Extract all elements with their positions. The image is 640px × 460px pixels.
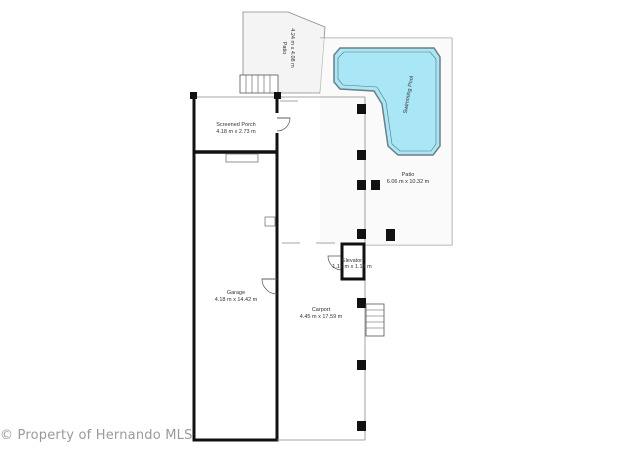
walls (192, 93, 279, 442)
room-dims-garage: 4.18 m x 14.42 m (215, 297, 258, 303)
room-label-screened-porch: Screened Porch (216, 122, 255, 128)
room-dims-screened-porch: 4.18 m x 2.73 m (216, 129, 256, 135)
room-label-garage: Garage (227, 290, 245, 296)
room-label-patio-right: Patio (402, 172, 415, 178)
patio-top: Patio 4.24 m x 4.08 m (239, 11, 326, 94)
stairs-right (365, 303, 385, 337)
room-label-patio-top: Patio (281, 42, 287, 55)
swimming-pool: Swimming Pool (333, 47, 441, 156)
carport-frame (277, 242, 365, 441)
room-dims-patio-right: 6.06 m x 10.32 m (387, 179, 430, 185)
columns (357, 104, 395, 431)
stairs-top (239, 74, 279, 94)
doors (261, 117, 343, 295)
elevator-shaft: Elevator 1.17 m x 1.18 m (332, 242, 372, 281)
room-dims-elevator: 1.17 m x 1.18 m (332, 264, 372, 270)
room-label-elevator: Elevator (342, 258, 362, 264)
room-dims-patio-top: 4.24 m x 4.08 m (289, 28, 295, 68)
room-label-carport: Carport (312, 307, 331, 313)
room-dims-carport: 4.45 m x 17.59 m (300, 314, 343, 320)
watermark: © Property of Hernando MLS (0, 428, 193, 443)
